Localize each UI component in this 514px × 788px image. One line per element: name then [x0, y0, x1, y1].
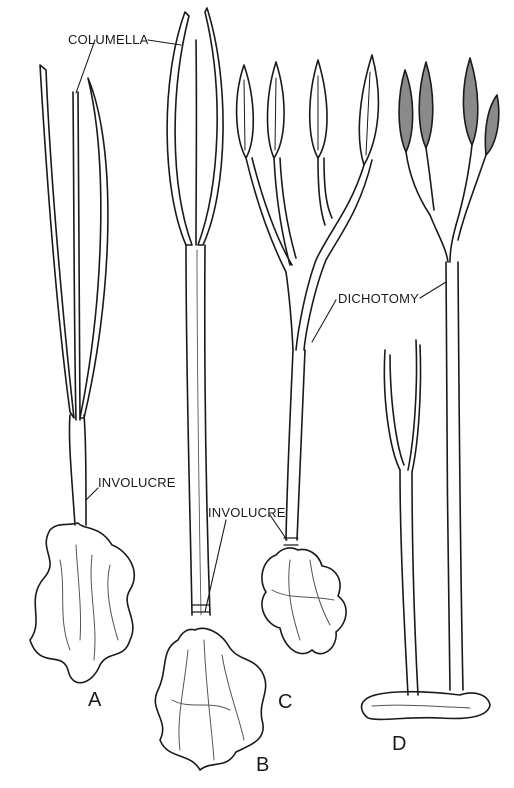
- label-dichotomy: DICHOTOMY: [338, 292, 419, 305]
- label-involucre-a: INVOLUCRE: [98, 476, 176, 489]
- specimen-a: [30, 40, 134, 683]
- specimen-b: [148, 8, 266, 770]
- specimen-c: [205, 55, 378, 654]
- figure-letter-a: A: [88, 690, 101, 710]
- specimen-d: [362, 58, 499, 719]
- label-columella: COLUMELLA: [68, 33, 149, 46]
- figure-letter-d: D: [392, 734, 406, 754]
- label-involucre-b: INVOLUCRE: [208, 506, 286, 519]
- figure-letter-b: B: [256, 755, 269, 775]
- figure-letter-c: C: [278, 692, 292, 712]
